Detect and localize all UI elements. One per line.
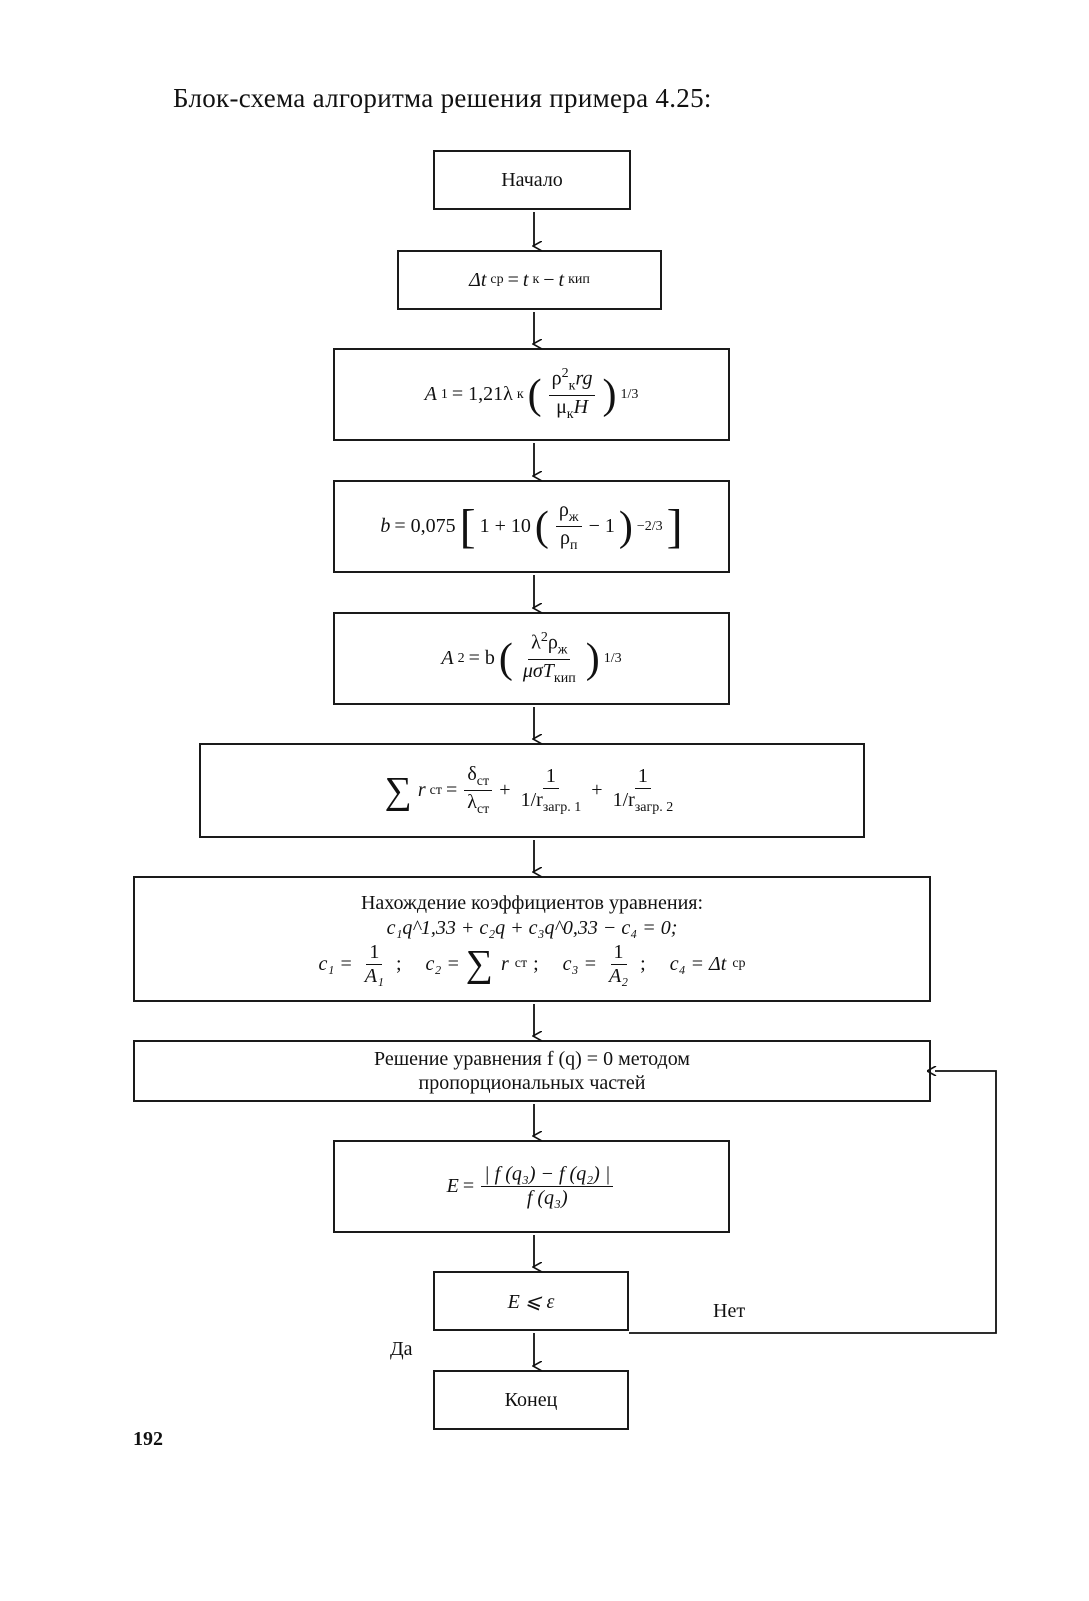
condition-text: E ⩽ ε (507, 1290, 555, 1313)
end-block: Конец (433, 1370, 629, 1430)
condition-block: E ⩽ ε (433, 1271, 629, 1331)
coefficients-heading: Нахождение коэффициентов уравнения: (360, 891, 704, 914)
coefficients-equation: c₁q^1,33 + c₂q + c₃q^0,33 − c₄ = 0; (386, 916, 678, 939)
b-formula: b = 0,075 [ 1 + 10 ( ρж ρп − 1 )−2/3 ] (380, 499, 683, 553)
arrow-loop-back (629, 1071, 997, 1334)
solve-text: Решение уравнения f (q) = 0 методом проп… (374, 1048, 690, 1094)
error-block: E = | f (q₃) − f (q₂) | f (q₃) (333, 1140, 730, 1233)
end-label: Конец (504, 1388, 558, 1411)
b-block: b = 0,075 [ 1 + 10 ( ρж ρп − 1 )−2/3 ] (333, 480, 730, 573)
start-block: Начало (433, 150, 631, 210)
page-number: 192 (133, 1428, 163, 1450)
coefficients-content: Нахождение коэффициентов уравнения: c₁q^… (318, 891, 745, 988)
yes-label: Да (390, 1338, 413, 1360)
no-label: Нет (713, 1300, 746, 1322)
page-title: Блок-схема алгоритма решения примера 4.2… (173, 83, 712, 113)
solve-block: Решение уравнения f (q) = 0 методом проп… (133, 1040, 931, 1102)
coefficients-block: Нахождение коэффициентов уравнения: c₁q^… (133, 876, 931, 1002)
error-formula: E = | f (q₃) − f (q₂) | f (q₃) (447, 1163, 617, 1210)
start-label: Начало (501, 168, 563, 191)
